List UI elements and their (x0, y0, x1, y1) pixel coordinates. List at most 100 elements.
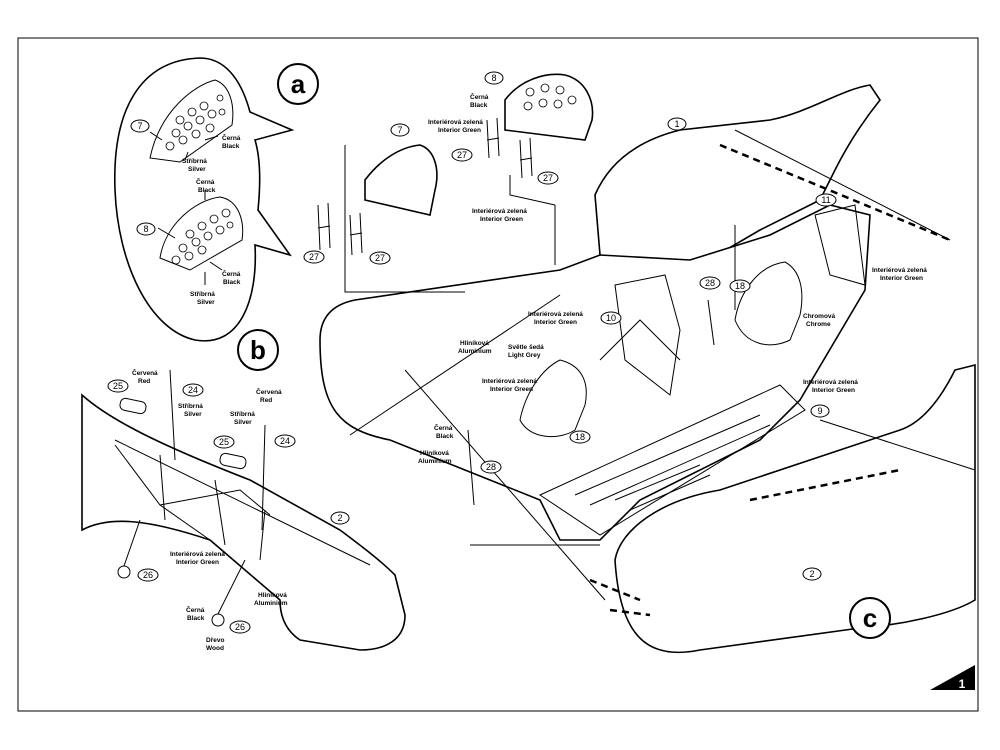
svg-text:2: 2 (337, 513, 342, 523)
svg-text:8: 8 (491, 73, 496, 83)
label-silver-en: Silver (197, 299, 215, 306)
svg-text:28: 28 (486, 462, 496, 472)
part-24-callout-2: 24 (274, 434, 296, 448)
label-black-cz: Černá (470, 92, 489, 101)
part-27-callout-2: 27 (537, 171, 559, 185)
part-10-callout: 10 (600, 311, 622, 325)
label-aluminium-en: Aluminium (254, 600, 288, 607)
part-18-callout-1: 18 (729, 279, 751, 293)
svg-text:18: 18 (575, 432, 585, 442)
label-chrome-cz: Chromová (803, 313, 836, 320)
label-light-grey-en: Light Grey (508, 352, 541, 359)
label-interior-cz: Interiérová zelená (428, 119, 483, 126)
label-silver-en: Silver (188, 166, 206, 173)
part-8-callout-a: 8 (136, 222, 156, 236)
section-a-marker: a (277, 63, 319, 105)
label-aluminium-cz: Hliníková (460, 340, 489, 347)
part-28-callout-2: 28 (480, 460, 502, 474)
part-2-callout-b: 2 (330, 511, 350, 525)
page-frame (17, 37, 979, 712)
svg-text:9: 9 (817, 406, 822, 416)
label-silver-cz: Stříbrná (178, 403, 203, 410)
label-chrome-en: Chrome (806, 321, 831, 328)
label-light-grey-cz: Světle šedá (508, 344, 544, 351)
section-a-letter: a (291, 69, 306, 99)
label-interior-cz: Interiérová zelená (803, 379, 858, 386)
part-25-callout-2: 25 (213, 435, 235, 449)
label-red-cz: Červená (256, 387, 282, 396)
label-interior-cz: Interiérová zelená (872, 267, 927, 274)
label-interior-en: Interior Green (480, 216, 523, 223)
label-silver-en: Silver (234, 419, 252, 426)
label-black-en: Black (187, 615, 205, 622)
part-26-callout-1: 26 (137, 568, 159, 582)
label-black-en: Black (436, 433, 454, 440)
svg-text:1: 1 (674, 119, 679, 129)
label-interior-cz: Interiérová zelená (472, 208, 527, 215)
svg-text:24: 24 (280, 436, 290, 446)
section-c-marker: c (849, 597, 891, 639)
svg-text:26: 26 (143, 570, 153, 580)
label-black-cz: Černá (222, 133, 241, 142)
label-silver-cz: Stříbrná (182, 158, 207, 165)
label-interior-cz: Interiérová zelená (482, 378, 537, 385)
color-labels: Černá Black Stříbrná Silver Černá Black … (132, 92, 927, 652)
label-black-cz: Černá (434, 423, 453, 432)
label-black-en: Black (223, 279, 241, 286)
svg-text:27: 27 (457, 150, 467, 160)
page-number: 1 (959, 677, 966, 691)
part-28-callout-1: 28 (699, 276, 721, 290)
section-c-letter: c (863, 603, 877, 633)
page-number-badge: 1 (930, 665, 975, 691)
part-25-callout-1: 25 (107, 379, 129, 393)
label-wood-en: Wood (206, 645, 224, 652)
label-interior-en: Interior Green (812, 387, 855, 394)
part-27-callout-3: 27 (303, 250, 325, 264)
label-interior-en: Interior Green (534, 319, 577, 326)
label-silver-en: Silver (184, 411, 202, 418)
label-black-cz: Černá (222, 269, 241, 278)
part-9-callout: 9 (810, 404, 830, 418)
part-27-callout-4: 27 (369, 251, 391, 265)
section-b-marker: b (237, 329, 279, 371)
svg-text:2: 2 (809, 569, 814, 579)
detail-b-assembly (81, 369, 406, 651)
svg-text:27: 27 (375, 253, 385, 263)
label-silver-cz: Stříbrná (230, 411, 255, 418)
svg-text:10: 10 (606, 313, 616, 323)
part-1-callout: 1 (667, 117, 687, 131)
label-black-en: Black (222, 143, 240, 150)
label-interior-en: Interior Green (490, 386, 533, 393)
svg-text:25: 25 (113, 381, 123, 391)
svg-text:24: 24 (188, 385, 198, 395)
label-interior-cz: Interiérová zelená (528, 311, 583, 318)
svg-text:27: 27 (309, 252, 319, 262)
part-callouts: 7 8 7 8 1 11 27 27 27 27 28 18 10 9 18 2… (107, 71, 837, 634)
part-24-callout-1: 24 (182, 383, 204, 397)
label-aluminium-cz: Hliníková (258, 592, 287, 599)
part-7-callout-c: 7 (390, 123, 410, 137)
label-interior-cz: Interiérová zelená (170, 551, 225, 558)
label-silver-cz: Stříbrná (190, 291, 215, 298)
part-8-callout-c: 8 (484, 71, 504, 85)
main-fuselage-assembly (317, 73, 976, 654)
label-interior-en: Interior Green (880, 275, 923, 282)
part-18-callout-2: 18 (569, 430, 591, 444)
part-26-callout-2: 26 (229, 620, 251, 634)
detail-a-bubble (114, 57, 295, 342)
svg-text:7: 7 (397, 125, 402, 135)
svg-text:26: 26 (235, 622, 245, 632)
label-black-cz: Černá (196, 177, 215, 186)
section-b-letter: b (250, 335, 266, 365)
svg-text:18: 18 (735, 281, 745, 291)
svg-text:7: 7 (137, 121, 142, 131)
label-aluminium-en: Aluminium (418, 458, 452, 465)
label-wood-cz: Dřevo (206, 637, 224, 644)
part-11-callout: 11 (815, 193, 837, 207)
label-red-en: Red (260, 397, 272, 404)
label-interior-en: Interior Green (438, 127, 481, 134)
svg-text:27: 27 (543, 173, 553, 183)
svg-text:11: 11 (821, 195, 830, 205)
